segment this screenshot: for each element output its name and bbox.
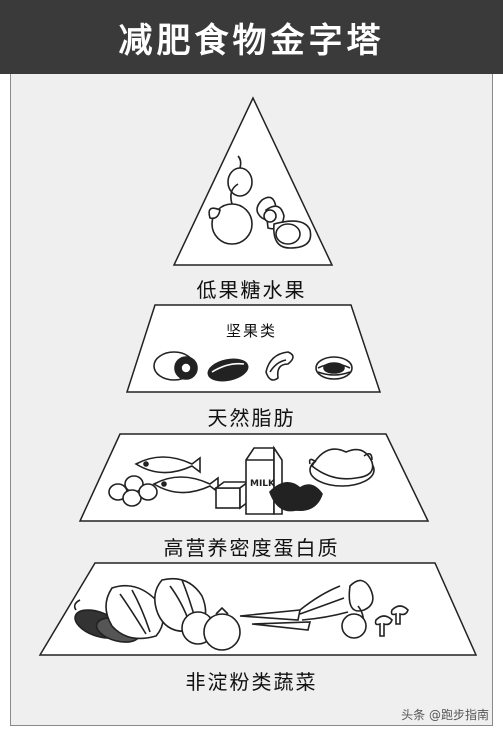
tier-label-vegetables: 非淀粉类蔬菜 (185, 670, 318, 694)
header-bar: 减肥食物金字塔 (0, 0, 503, 74)
tier-label-fats: 天然脂肪 (207, 406, 296, 430)
page-title: 减肥食物金字塔 (118, 20, 385, 61)
nuts-illustration (153, 351, 353, 382)
tier-sublabel-nuts: 坚果类 (225, 322, 277, 340)
fruit-illustration (208, 155, 312, 249)
protein-illustration (108, 445, 375, 515)
vegetables-illustration (73, 577, 409, 651)
tier-label-fruit: 低果糖水果 (196, 278, 307, 302)
tier-label-protein: 高营养密度蛋白质 (163, 536, 340, 560)
milk-carton-label: MILK (250, 479, 276, 489)
watermark: 头条 @跑步指南 (401, 708, 489, 722)
